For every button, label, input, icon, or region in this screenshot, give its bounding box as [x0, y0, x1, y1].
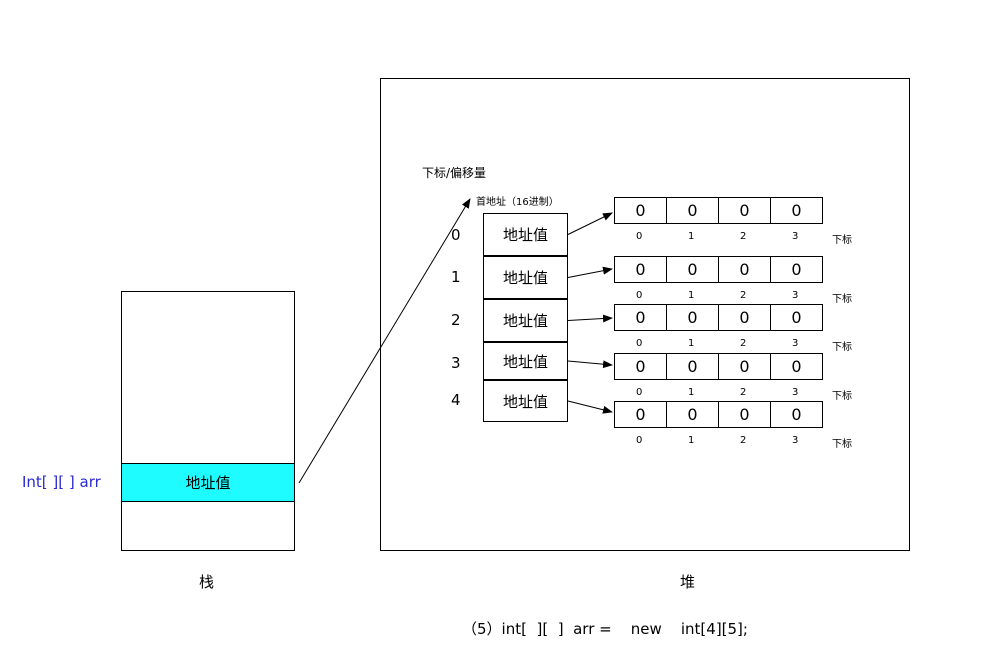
address-cell-1: 地址值 — [483, 256, 568, 299]
address-cell-label: 地址值 — [502, 312, 548, 330]
column-index: 0 — [636, 435, 643, 446]
array-cell: 0 — [718, 353, 771, 380]
column-index: 3 — [792, 338, 799, 349]
array-cell: 0 — [666, 256, 719, 283]
stack-caption: 栈 — [199, 573, 215, 591]
array-cell: 0 — [614, 197, 667, 224]
index-suffix-label: 下标 — [832, 342, 852, 353]
column-index: 0 — [636, 290, 643, 301]
address-cell-4: 地址值 — [483, 380, 568, 422]
stack-frame — [121, 291, 295, 551]
column-index: 3 — [792, 290, 799, 301]
address-cell-3: 地址值 — [483, 342, 568, 380]
index-suffix-label: 下标 — [832, 294, 852, 305]
column-index: 2 — [740, 290, 747, 301]
stack-slot-label: 地址值 — [185, 474, 231, 492]
column-index: 1 — [688, 231, 695, 242]
column-index: 0 — [636, 338, 643, 349]
column-index: 3 — [792, 435, 799, 446]
column-index: 2 — [740, 231, 747, 242]
address-cell-label: 地址值 — [502, 352, 548, 371]
offset-label: 下标/偏移量 — [422, 166, 487, 180]
address-cell-label: 地址值 — [502, 392, 548, 411]
array-cell: 0 — [614, 353, 667, 380]
address-cell-2: 地址值 — [483, 299, 568, 342]
array-cell: 0 — [770, 197, 823, 224]
array-cell: 0 — [614, 304, 667, 331]
index-suffix-label: 下标 — [832, 235, 852, 246]
array-cell: 0 — [666, 197, 719, 224]
array-cell: 0 — [614, 256, 667, 283]
array-cell: 0 — [718, 401, 771, 428]
array-cell: 0 — [770, 401, 823, 428]
column-index: 3 — [792, 231, 799, 242]
column-index: 1 — [688, 387, 695, 398]
array-cell: 0 — [770, 256, 823, 283]
heap-caption: 堆 — [680, 573, 696, 591]
array-cell: 0 — [666, 353, 719, 380]
array-cell: 0 — [770, 353, 823, 380]
array-cell: 0 — [614, 401, 667, 428]
column-index: 0 — [636, 387, 643, 398]
column-index: 2 — [740, 435, 747, 446]
address-cell-label: 地址值 — [502, 269, 548, 287]
array-cell: 0 — [718, 256, 771, 283]
column-index: 1 — [688, 290, 695, 301]
code-caption: （5）int[ ][ ] arr = new int[4][5]; — [462, 620, 748, 638]
index-suffix-label: 下标 — [832, 391, 852, 402]
address-cell-label: 地址值 — [502, 226, 548, 244]
row-index-0: 0 — [451, 226, 461, 244]
stack-variable-label: Int[ ][ ] arr — [22, 473, 101, 491]
column-index: 2 — [740, 338, 747, 349]
array-cell: 0 — [666, 304, 719, 331]
column-index: 0 — [636, 231, 643, 242]
column-index: 1 — [688, 435, 695, 446]
array-cell: 0 — [770, 304, 823, 331]
row-index-1: 1 — [451, 268, 461, 286]
array-cell: 0 — [718, 304, 771, 331]
column-index: 3 — [792, 387, 799, 398]
column-index: 1 — [688, 338, 695, 349]
column-index: 2 — [740, 387, 747, 398]
first-address-label: 首地址（16进制） — [476, 197, 559, 208]
address-cell-0: 地址值 — [483, 213, 568, 256]
row-index-4: 4 — [451, 391, 461, 409]
array-cell: 0 — [666, 401, 719, 428]
array-cell: 0 — [718, 197, 771, 224]
index-suffix-label: 下标 — [832, 439, 852, 450]
row-index-3: 3 — [451, 354, 461, 372]
row-index-2: 2 — [451, 311, 461, 329]
stack-slot-address: 地址值 — [121, 463, 295, 502]
